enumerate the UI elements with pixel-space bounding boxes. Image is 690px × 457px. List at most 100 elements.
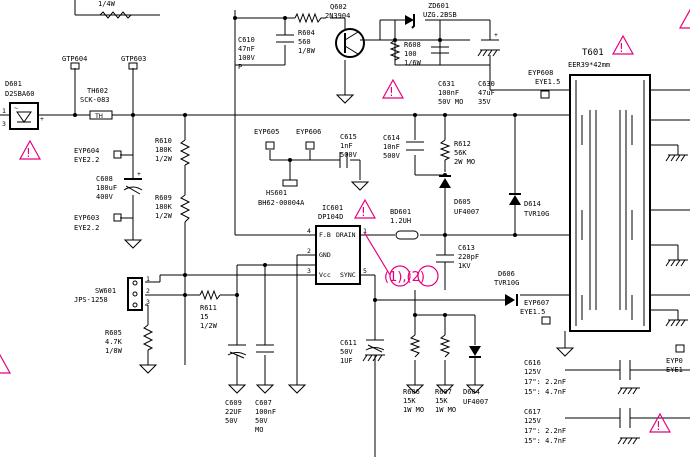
svg-text:15": 4.7nF: 15": 4.7nF: [524, 388, 566, 396]
svg-text:R612: R612: [454, 140, 471, 148]
warning-triangle-icon: !: [0, 353, 12, 374]
sw601-switch: 1 2 3 SW601 JPS-1258: [74, 275, 150, 311]
svg-text:3: 3: [2, 120, 6, 128]
svg-text:35V: 35V: [478, 98, 491, 106]
svg-text:15": 4.7nF: 15": 4.7nF: [524, 437, 566, 445]
svg-text:2: 2: [307, 247, 311, 255]
svg-text:!: !: [656, 419, 661, 433]
svg-text:EYP604: EYP604: [74, 147, 99, 155]
svg-text:50V MO: 50V MO: [438, 98, 463, 106]
gtp604: GTP604: [62, 55, 87, 70]
svg-text:56K: 56K: [454, 149, 467, 157]
safety-warning-icons: ! ! ! ! ! !: [0, 8, 690, 433]
svg-text:GND: GND: [319, 251, 331, 259]
svg-text:SW601: SW601: [95, 287, 116, 295]
svg-text:1/2W: 1/2W: [155, 212, 173, 220]
svg-text:500V: 500V: [383, 152, 401, 160]
warning-triangle-icon: !: [353, 198, 377, 219]
svg-text:100nF: 100nF: [438, 89, 459, 97]
svg-text:TH: TH: [95, 112, 103, 120]
svg-text:EYE2.2: EYE2.2: [74, 224, 99, 232]
svg-text:17": 2.2nF: 17": 2.2nF: [524, 427, 566, 435]
svg-text:IC601: IC601: [322, 204, 343, 212]
svg-text:1nF: 1nF: [340, 142, 353, 150]
svg-text:ZD601: ZD601: [428, 2, 449, 10]
svg-text:C630: C630: [478, 80, 495, 88]
svg-text:22UF: 22UF: [225, 408, 242, 416]
eyp606: EYP606: [296, 128, 321, 150]
svg-text:BD601: BD601: [390, 208, 411, 216]
svg-text:1UF: 1UF: [340, 357, 353, 365]
d605-diode: D605 UF4007: [439, 175, 479, 216]
svg-text:+: +: [494, 31, 498, 39]
t601-transformer: T601 EER39*42mm: [564, 48, 690, 340]
svg-text:1: 1: [146, 275, 150, 283]
svg-text:!: !: [361, 205, 366, 219]
svg-text:C616: C616: [524, 359, 541, 367]
zd601-zener: ZD601 UZG.2BSB: [405, 2, 457, 29]
svg-text:2: 2: [146, 287, 150, 295]
svg-text:50V: 50V: [255, 417, 268, 425]
bd601-bead: BD601 1.2UH: [390, 208, 419, 240]
svg-text:DP104D: DP104D: [318, 213, 343, 221]
svg-text:BH62-00004A: BH62-00004A: [258, 199, 305, 207]
svg-text:15K: 15K: [435, 397, 448, 405]
c614-capacitor: C614 10nF 500V: [383, 134, 424, 160]
svg-text:5: 5: [363, 267, 367, 275]
eyp-right: EYP0 EYE1: [666, 344, 685, 374]
svg-text:17": 2.2nF: 17": 2.2nF: [524, 378, 566, 386]
svg-text:R609: R609: [155, 194, 172, 202]
svg-text:500V: 500V: [340, 151, 358, 159]
svg-text:50V: 50V: [225, 417, 238, 425]
d614-diode: D614 TVR10G: [509, 193, 549, 218]
svg-text:4: 4: [307, 227, 311, 235]
svg-text:SCK-083: SCK-083: [80, 96, 110, 104]
warning-triangle-icon: !: [611, 34, 635, 55]
warning-triangle-icon: !: [648, 412, 672, 433]
warning-triangle-icon: [678, 8, 690, 29]
svg-text:T601: T601: [582, 48, 604, 58]
svg-text:C617: C617: [524, 408, 541, 416]
svg-text:47uF: 47uF: [478, 89, 495, 97]
svg-text:47nF: 47nF: [238, 45, 255, 53]
svg-text:1: 1: [363, 227, 367, 235]
svg-text:15K: 15K: [403, 397, 416, 405]
svg-text:C609: C609: [225, 399, 242, 407]
svg-text:400V: 400V: [96, 193, 114, 201]
svg-text:P: P: [238, 63, 242, 71]
svg-text:180uF: 180uF: [96, 184, 117, 192]
svg-text:C615: C615: [340, 133, 357, 141]
th602-thermistor: TH TH602 SCK-083: [80, 87, 113, 120]
svg-text:R606: R606: [403, 388, 420, 396]
svg-text:EYE1.5: EYE1.5: [535, 78, 560, 86]
junction-dots: [73, 16, 517, 317]
svg-text:D614: D614: [524, 200, 541, 208]
svg-text:4.7K: 4.7K: [105, 338, 123, 346]
gtp603: GTP603: [121, 55, 146, 70]
svg-text:15: 15: [200, 313, 208, 321]
svg-text:1KV: 1KV: [458, 262, 471, 270]
svg-text:(1),(2): (1),(2): [384, 270, 425, 285]
svg-text:EYP607: EYP607: [524, 299, 549, 307]
svg-text:D605: D605: [454, 198, 471, 206]
svg-text:100V: 100V: [238, 54, 256, 62]
svg-text:C631: C631: [438, 80, 455, 88]
eyp605: EYP605: [254, 128, 279, 150]
warning-triangle-icon: !: [18, 139, 42, 160]
c617-capacitor: C617 125V 17": 2.2nF 15": 4.7nF: [524, 408, 631, 445]
r610-resistor: R610 180K 1/2W: [155, 137, 191, 166]
r605-resistor: R605 4.7K 1/8W: [105, 324, 154, 355]
r612-resistor: R612 56K 2W MO: [439, 139, 475, 166]
svg-text:1/8W: 1/8W: [105, 347, 123, 355]
svg-text:HS601: HS601: [266, 189, 287, 197]
svg-text:MO: MO: [255, 426, 263, 434]
d606-diode: D606 TVR10G: [494, 270, 519, 306]
svg-text:D604: D604: [463, 388, 480, 396]
c611-capacitor: C611 50V 1UF: [340, 339, 385, 365]
svg-text:R604: R604: [298, 29, 315, 37]
top-left-resistor: 1/4W: [98, 0, 132, 19]
svg-text:R608: R608: [404, 41, 421, 49]
r607-resistor: R607 15K 1W MO: [435, 334, 456, 414]
warning-triangle-icon: !: [381, 78, 405, 99]
